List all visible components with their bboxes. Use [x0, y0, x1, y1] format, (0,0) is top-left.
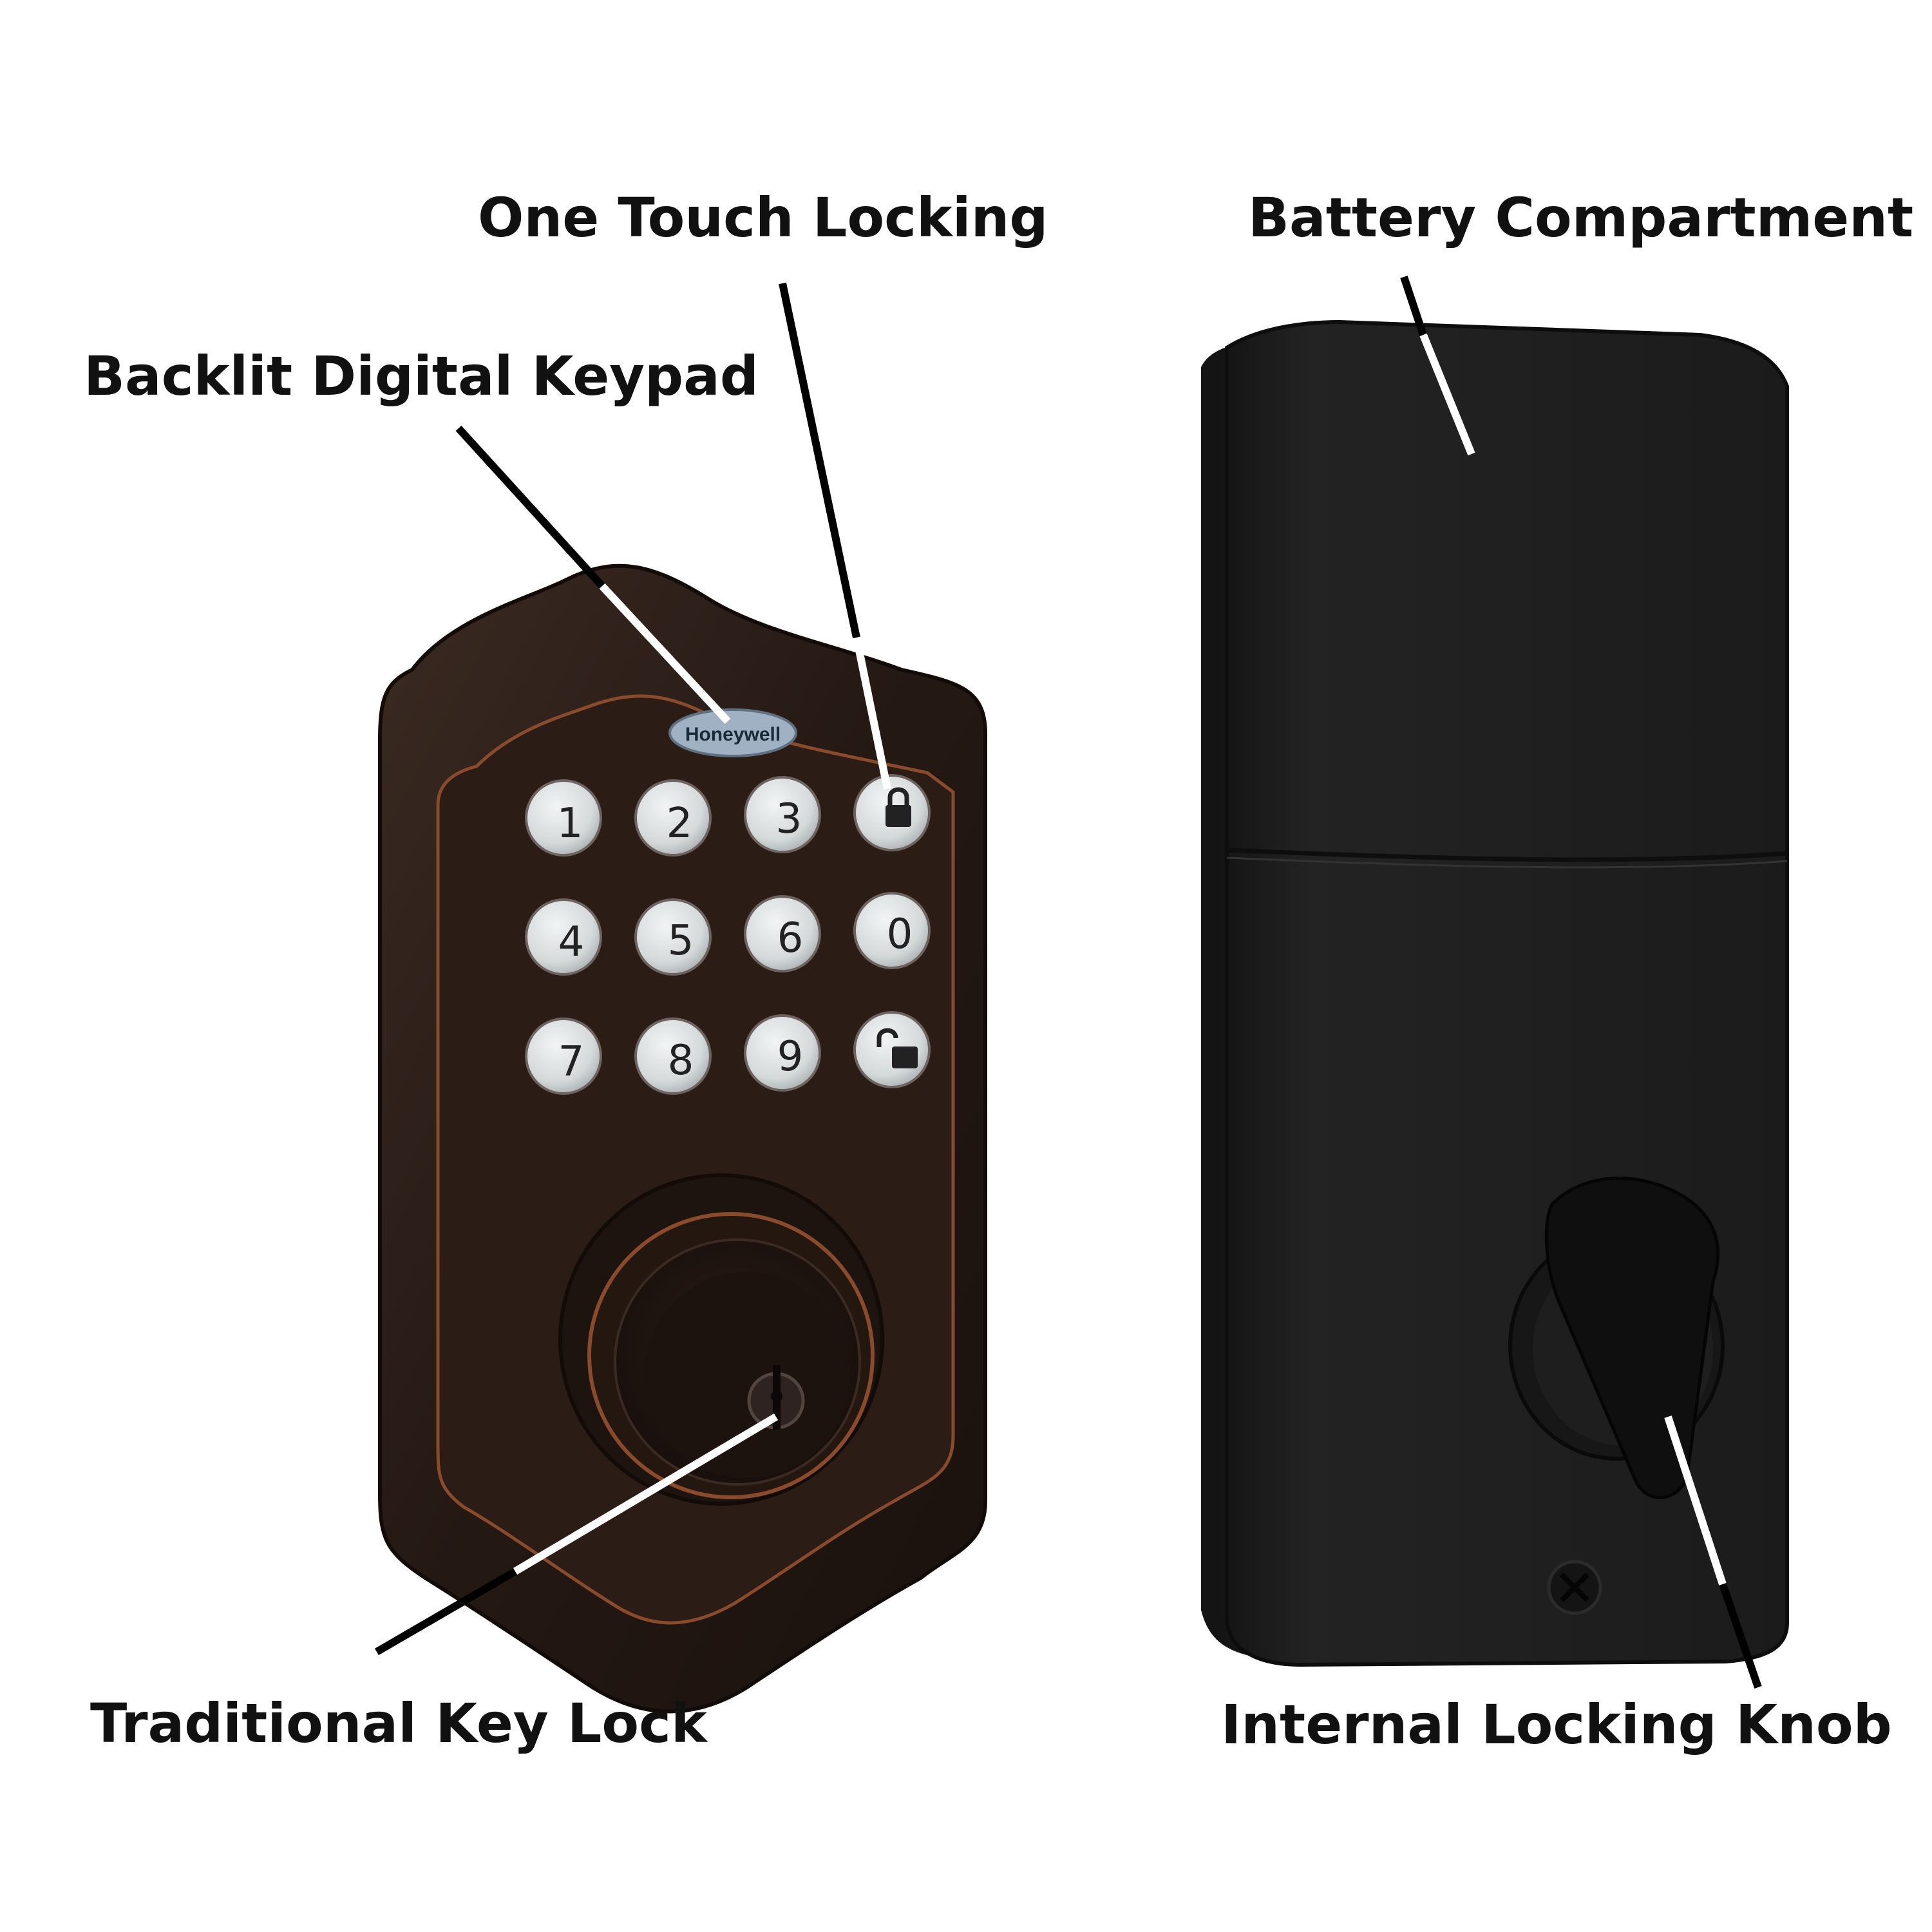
- one-touch-lock-key[interactable]: [853, 774, 931, 851]
- label-backlit-digital-keypad: Backlit Digital Keypad: [84, 345, 759, 408]
- label-traditional-key-lock: Traditional Key Lock: [90, 1692, 707, 1755]
- key-0[interactable]: 0: [853, 892, 931, 969]
- key-7[interactable]: 7: [525, 1018, 602, 1095]
- leader-one-touch-locking-white: [853, 636, 891, 790]
- unlock-key[interactable]: [853, 1011, 931, 1088]
- brand-badge-text: Honeywell: [685, 724, 781, 745]
- svg-text:1: 1: [557, 800, 583, 848]
- leader-battery-white: [1419, 333, 1475, 456]
- leader-key-lock: [374, 1567, 518, 1656]
- interior-body: [1225, 319, 1789, 1667]
- lock-icon: [886, 787, 911, 827]
- key-2[interactable]: 2: [634, 779, 712, 857]
- svg-text:8: 8: [668, 1037, 694, 1084]
- key-8[interactable]: 8: [634, 1018, 712, 1095]
- locking-knob-handle: [1544, 1177, 1719, 1499]
- label-battery-compartment: Battery Compartment: [1248, 186, 1914, 249]
- label-one-touch-locking: One Touch Locking: [478, 186, 1048, 249]
- svg-text:2: 2: [667, 800, 693, 848]
- key-9[interactable]: 9: [744, 1014, 821, 1092]
- key-1[interactable]: 1: [525, 779, 602, 857]
- svg-text:5: 5: [668, 917, 694, 965]
- screw-icon: [1547, 1560, 1602, 1615]
- brand-badge: Honeywell: [668, 708, 797, 757]
- key-3[interactable]: 3: [744, 776, 821, 853]
- svg-text:3: 3: [776, 795, 802, 843]
- leader-key-lock-white: [513, 1413, 779, 1575]
- leader-knob: [1719, 1583, 1762, 1689]
- svg-text:0: 0: [887, 911, 913, 958]
- svg-text:7: 7: [558, 1038, 585, 1086]
- svg-text:4: 4: [558, 918, 585, 966]
- leader-one-touch-locking: [779, 282, 860, 639]
- unlock-icon: [876, 1028, 918, 1068]
- keypad: 1 2 3 4: [525, 774, 931, 1095]
- key-cylinder: [558, 1173, 884, 1506]
- svg-text:9: 9: [777, 1033, 804, 1081]
- key-4[interactable]: 4: [525, 898, 602, 976]
- keyhole-icon: [747, 1365, 805, 1430]
- leader-knob-white: [1664, 1416, 1727, 1586]
- label-internal-locking-knob: Internal Locking Knob: [1221, 1693, 1892, 1756]
- battery-compartment-seam-highlight: [1226, 857, 1788, 869]
- leader-battery: [1400, 276, 1427, 336]
- key-5[interactable]: 5: [634, 898, 712, 976]
- interior-unit: [1201, 319, 1789, 1667]
- key-6[interactable]: 6: [744, 895, 821, 972]
- battery-compartment-seam: [1226, 848, 1788, 862]
- exterior-keypad-lock: Honeywell 1 2 3: [378, 564, 987, 1714]
- svg-text:6: 6: [777, 914, 804, 962]
- leader-backlit-keypad-white: [599, 583, 731, 724]
- leader-backlit-keypad: [455, 425, 605, 589]
- locking-knob[interactable]: [1508, 1177, 1725, 1499]
- callout-lines: [374, 276, 1762, 1689]
